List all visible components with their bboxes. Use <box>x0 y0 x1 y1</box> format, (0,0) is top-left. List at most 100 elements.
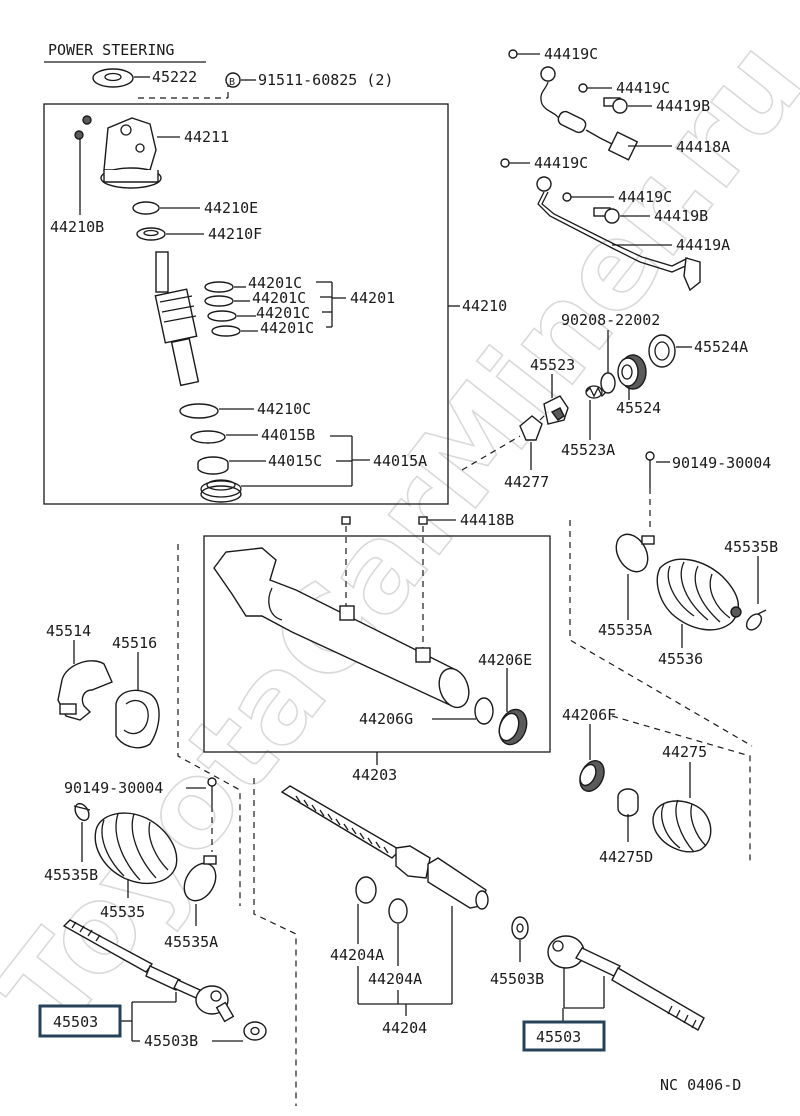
label-44277[interactable]: 44277 <box>504 473 549 491</box>
rack-housing-44203[interactable] <box>213 547 474 712</box>
bushing-44206e[interactable] <box>495 706 532 749</box>
label-44419C-1[interactable]: 44419C <box>544 45 598 63</box>
label-45514[interactable]: 45514 <box>46 622 91 640</box>
bushing-44015c[interactable] <box>197 456 229 475</box>
label-45535B-2[interactable]: 45535B <box>44 866 98 884</box>
label-44203[interactable]: 44203 <box>352 766 397 784</box>
boot-clip-45535b-2[interactable] <box>72 801 91 823</box>
label-91511-60825[interactable]: 91511-60825 (2) <box>258 71 393 89</box>
seal-ring-44201c-3[interactable] <box>207 310 237 322</box>
dust-seal-45222[interactable] <box>92 68 134 88</box>
label-44204A-1[interactable]: 44204A <box>330 946 384 964</box>
label-44210B[interactable]: 44210B <box>50 218 104 236</box>
oil-seal-44015a-part[interactable] <box>200 479 242 503</box>
nut-44210b[interactable] <box>74 115 92 140</box>
label-44206F[interactable]: 44206F <box>562 706 616 724</box>
lock-nut-45524[interactable] <box>617 354 647 390</box>
label-44419A[interactable]: 44419A <box>676 236 730 254</box>
bracket-45514[interactable] <box>57 660 113 721</box>
label-44210F[interactable]: 44210F <box>208 225 262 243</box>
label-44419B-1[interactable]: 44419B <box>656 97 710 115</box>
plug-44418b-1[interactable] <box>341 516 351 525</box>
pinion-shaft[interactable] <box>154 251 200 387</box>
boot-clamp-45535a[interactable] <box>610 529 655 578</box>
label-44210E[interactable]: 44210E <box>204 199 258 217</box>
union-bolt-44419b-1[interactable] <box>603 97 628 114</box>
label-45535A-1[interactable]: 45535A <box>598 621 652 639</box>
o-ring-44210c[interactable] <box>179 403 219 419</box>
label-44201C-1[interactable]: 44201C <box>248 274 302 292</box>
label-44419C-4[interactable]: 44419C <box>618 188 672 206</box>
label-44210C[interactable]: 44210C <box>257 400 311 418</box>
label-45535A-2[interactable]: 45535A <box>164 933 218 951</box>
label-90149-30004-2[interactable]: 90149-30004 <box>64 779 163 797</box>
seal-ring-44201c-2[interactable] <box>204 295 234 307</box>
label-44201C-2[interactable]: 44201C <box>252 289 306 307</box>
label-44419C-3[interactable]: 44419C <box>534 154 588 172</box>
label-44418B[interactable]: 44418B <box>460 511 514 529</box>
boot-clamp-45535a-2[interactable] <box>178 855 222 906</box>
steering-rack-boot-45536[interactable] <box>656 558 742 631</box>
bracket-grommet-45516[interactable] <box>115 689 160 749</box>
o-ring-44015b[interactable] <box>190 430 226 444</box>
label-44201C-4[interactable]: 44201C <box>260 319 314 337</box>
boot-clip-45535b-1[interactable] <box>744 609 767 633</box>
washer-45503b-right[interactable] <box>511 916 529 940</box>
plug-44418b-2[interactable] <box>418 516 428 525</box>
bushing-44206f[interactable] <box>575 757 608 795</box>
label-44204A-2[interactable]: 44204A <box>368 970 422 988</box>
label-45516[interactable]: 45516 <box>112 634 157 652</box>
bushing-44275d[interactable] <box>617 788 639 817</box>
seal-44210e[interactable] <box>132 201 160 215</box>
screw-90149-30004-1[interactable] <box>645 451 655 488</box>
union-bolt-44419b-2[interactable] <box>593 207 620 224</box>
seal-ring-44201c-1[interactable] <box>204 281 234 293</box>
label-45535B-1[interactable]: 45535B <box>724 538 778 556</box>
label-44015C[interactable]: 44015C <box>268 452 322 470</box>
label-45524A[interactable]: 45524A <box>694 338 748 356</box>
label-45523[interactable]: 45523 <box>530 356 575 374</box>
washer-45503b-left[interactable] <box>243 1021 267 1041</box>
o-ring-44206g[interactable] <box>474 697 494 725</box>
label-90149-30004-1[interactable]: 90149-30004 <box>672 454 771 472</box>
label-45535[interactable]: 45535 <box>100 903 145 921</box>
label-44211[interactable]: 44211 <box>184 128 229 146</box>
screw-90149-30004-2[interactable] <box>207 777 217 806</box>
bearing-44210f[interactable] <box>136 227 166 241</box>
label-44015A[interactable]: 44015A <box>373 452 427 470</box>
return-tube-44419a[interactable] <box>536 176 701 292</box>
label-44210[interactable]: 44210 <box>462 297 507 315</box>
label-90208-22002[interactable]: 90208-22002 <box>561 311 660 329</box>
label-44275[interactable]: 44275 <box>662 743 707 761</box>
label-44419C-2[interactable]: 44419C <box>616 79 670 97</box>
label-44204[interactable]: 44204 <box>382 1019 427 1037</box>
label-44206G[interactable]: 44206G <box>359 710 413 728</box>
label-45503-left[interactable]: 45503 <box>53 1013 98 1031</box>
boot-44275[interactable] <box>652 799 712 853</box>
o-ring-44204a-1[interactable] <box>355 876 377 904</box>
rack-guide-seat-44277[interactable] <box>519 415 543 441</box>
label-45503B-1[interactable]: 45503B <box>144 1032 198 1050</box>
tie-rod-end-45503-right[interactable] <box>547 935 705 1031</box>
steering-rack-44204[interactable] <box>280 785 489 910</box>
part-box-45503-right[interactable] <box>522 1020 606 1052</box>
label-44015B[interactable]: 44015B <box>261 426 315 444</box>
pressure-tube-44418a[interactable] <box>540 66 639 161</box>
label-44201C-3[interactable]: 44201C <box>256 304 310 322</box>
label-44206E[interactable]: 44206E <box>478 651 532 669</box>
label-44419B-2[interactable]: 44419B <box>654 207 708 225</box>
o-ring-44204a-2[interactable] <box>388 898 408 924</box>
steering-rack-boot-45535[interactable] <box>94 812 178 885</box>
label-44275D[interactable]: 44275D <box>599 848 653 866</box>
part-box-45503-left[interactable] <box>38 1004 122 1038</box>
rack-guide-spring-45523a[interactable] <box>585 385 607 399</box>
label-45523A[interactable]: 45523A <box>561 441 615 459</box>
rack-guide-45523[interactable] <box>543 395 569 425</box>
valve-housing-44211[interactable] <box>100 117 162 189</box>
label-45524[interactable]: 45524 <box>616 399 661 417</box>
guide-spring-cap-45524a[interactable] <box>648 334 676 368</box>
label-45503B-2[interactable]: 45503B <box>490 970 544 988</box>
label-45503-right[interactable]: 45503 <box>536 1028 581 1046</box>
label-45536[interactable]: 45536 <box>658 650 703 668</box>
seal-ring-44201c-4[interactable] <box>211 325 241 337</box>
